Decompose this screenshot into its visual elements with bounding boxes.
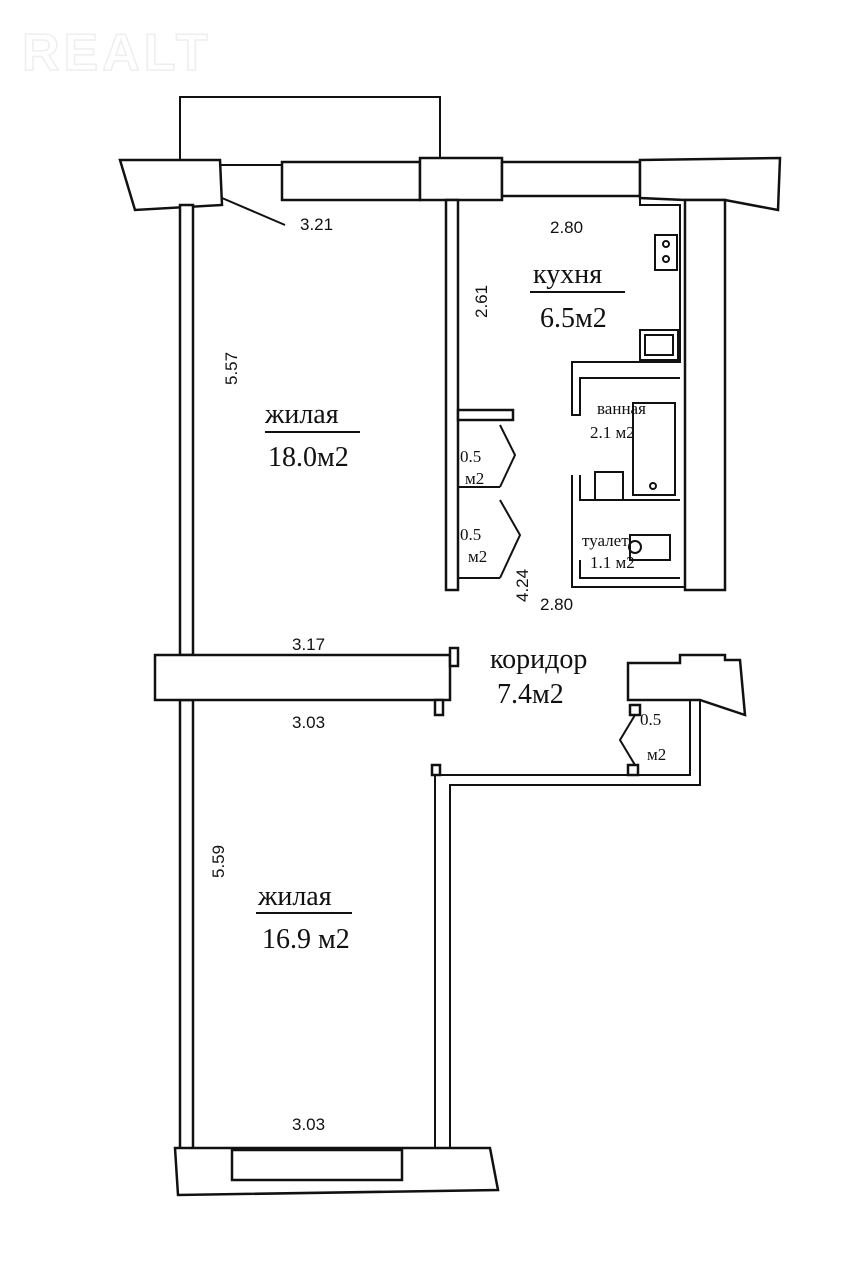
closet2-area: 0.5 — [460, 525, 481, 544]
dimension-kitchen-bottom: 2.80 — [540, 595, 573, 614]
kitchen-walls — [444, 198, 727, 592]
corridor-label: коридор — [490, 644, 587, 675]
dimension-corridor-length: 4.24 — [513, 569, 532, 602]
bathroom-label: ванная — [597, 399, 646, 418]
living1-label: жилая — [264, 399, 339, 430]
dimension-living2-top: 3.03 — [292, 713, 325, 732]
kitchen-label: кухня — [533, 259, 602, 290]
living2-area: 16.9 м2 — [262, 924, 350, 955]
balcony — [179, 96, 441, 166]
corridor-area: 7.4м2 — [497, 679, 564, 710]
corridor-walls — [430, 653, 747, 1150]
toilet-label: туалет — [582, 531, 629, 550]
kitchen-area: 6.5м2 — [540, 303, 607, 334]
dimension-kitchen-top: 2.80 — [550, 218, 583, 237]
bottom-wall — [173, 1146, 500, 1197]
closet3-area: 0.5 — [640, 710, 661, 729]
balcony-leader — [214, 194, 286, 226]
top-wall — [118, 156, 782, 212]
dimension-living1-height: 5.57 — [222, 352, 241, 385]
dimension-living1-width: 3.17 — [292, 635, 325, 654]
closet2-unit: м2 — [468, 547, 487, 566]
living1-area: 18.0м2 — [268, 442, 349, 473]
dimension-living2-height: 5.59 — [209, 845, 228, 878]
dimension-balcony: 3.21 — [300, 215, 333, 234]
bathroom-area: 2.1 м2 — [590, 423, 635, 442]
dimension-kitchen-height: 2.61 — [472, 285, 491, 318]
closet1-area: 0.5 — [460, 447, 481, 466]
closet3-unit: м2 — [647, 745, 666, 764]
dimension-living2-bottom: 3.03 — [292, 1115, 325, 1134]
living2-label: жилая — [257, 881, 332, 912]
closet1-unit: м2 — [465, 469, 484, 488]
watermark-logo: REALT — [22, 24, 211, 82]
middle-partition — [153, 646, 460, 717]
left-wall-lower — [178, 698, 195, 1152]
toilet-area: 1.1 м2 — [590, 553, 635, 572]
left-wall-upper — [178, 203, 195, 657]
